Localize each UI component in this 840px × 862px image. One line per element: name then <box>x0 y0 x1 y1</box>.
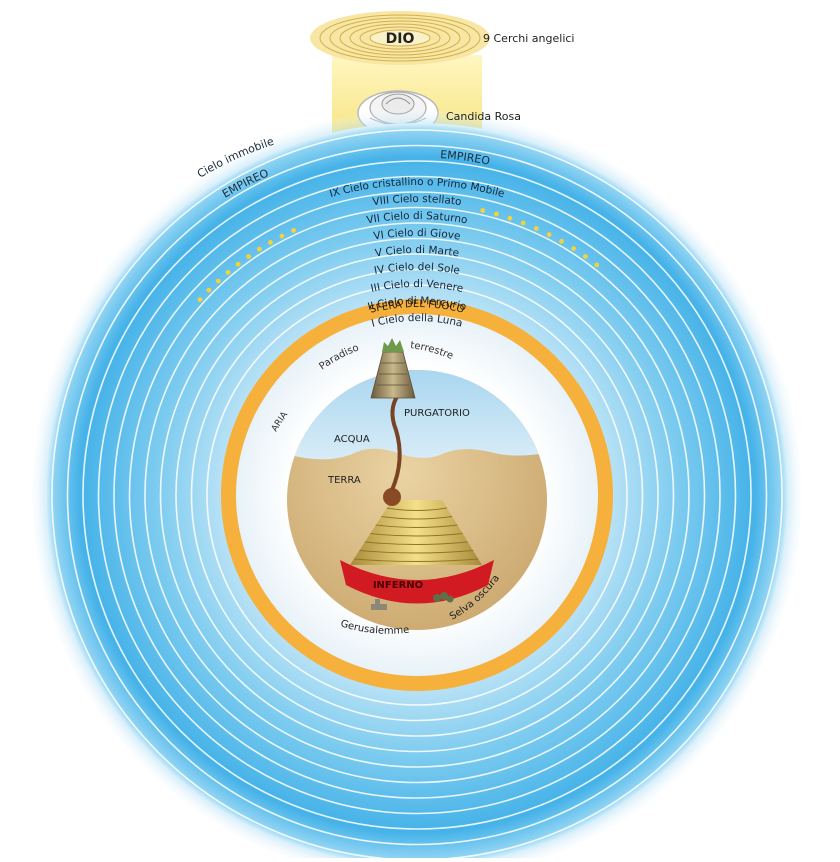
candida-rosa-label: Candida Rosa <box>446 110 521 123</box>
star-icon <box>246 254 252 259</box>
heaven-ring <box>97 175 737 815</box>
dark-forest-mark <box>433 592 454 603</box>
heaven-ring <box>144 222 690 768</box>
star-icon <box>480 208 486 213</box>
star-icon <box>206 287 212 293</box>
heaven-ring <box>113 191 721 799</box>
inferno-label: INFERNO <box>373 580 423 591</box>
heaven-label: III Cielo di Venere <box>370 278 465 295</box>
dio-label: DIO <box>386 31 415 47</box>
heaven-label: VI Cielo di Giove <box>373 227 462 243</box>
angelic-circles-label: 9 Cerchi angelici <box>483 32 574 45</box>
star-icon <box>520 220 526 226</box>
star-icon <box>533 226 539 231</box>
star-icon <box>235 261 241 267</box>
star-icon <box>225 270 231 275</box>
star-icon <box>197 297 203 302</box>
heaven-label: VIII Cielo stellato <box>372 193 462 208</box>
heaven-ring <box>66 144 768 846</box>
earth-center-point <box>383 488 401 506</box>
fire-sphere-label-group: SFERA DEL FUOCO <box>369 299 466 316</box>
heaven-label: VII Cielo di Saturno <box>366 210 469 226</box>
star-icon <box>571 246 577 252</box>
heaven-ring <box>206 284 628 706</box>
purgatory-mountain <box>370 338 416 399</box>
star-icon <box>257 246 262 252</box>
heaven-ring <box>190 268 644 722</box>
inferno-circle-step <box>370 533 463 537</box>
heaven-ring <box>82 160 752 830</box>
heaven-label: II Cielo di Mercurio <box>366 295 467 313</box>
inferno-circle-step <box>386 507 447 511</box>
star-icon <box>268 240 273 245</box>
inferno-circle-step <box>353 558 479 562</box>
star-icon <box>559 238 564 244</box>
fixed-stars-left <box>197 228 296 302</box>
heaven-ring <box>128 206 706 784</box>
inferno-band <box>340 560 494 604</box>
star-icon <box>507 215 513 221</box>
natural-burella-path <box>390 393 402 491</box>
inferno-circle-step <box>381 516 453 520</box>
fire-sphere-label: SFERA DEL FUOCO <box>369 299 466 316</box>
star-icon <box>494 211 499 217</box>
acqua-label: ACQUA <box>334 434 370 445</box>
heaven-label: I Cielo della Luna <box>370 312 464 330</box>
heaven-ring <box>175 253 659 737</box>
heaven-ring <box>159 237 675 753</box>
star-icon <box>215 278 221 284</box>
star-icon <box>291 228 296 233</box>
star-icon <box>546 232 552 238</box>
angelic-circles <box>310 11 490 65</box>
terra-label: TERRA <box>327 475 361 486</box>
star-icon <box>279 233 285 239</box>
inferno-circle-step <box>359 550 474 554</box>
purgatorio-label: PURGATORIO <box>404 408 470 419</box>
fixed-stars-right <box>480 208 600 268</box>
earthly-paradise-trees <box>382 338 404 352</box>
inferno-cone <box>350 500 482 565</box>
heaven-rings <box>51 129 783 861</box>
star-icon <box>583 254 588 259</box>
inferno-circle-step <box>375 524 458 528</box>
star-icon <box>594 262 600 268</box>
inferno-circle-step <box>364 541 468 545</box>
heaven-label: IV Cielo del Sole <box>373 261 461 277</box>
heaven-label: V Cielo di Marte <box>374 244 460 260</box>
jerusalem-mark <box>371 599 387 610</box>
